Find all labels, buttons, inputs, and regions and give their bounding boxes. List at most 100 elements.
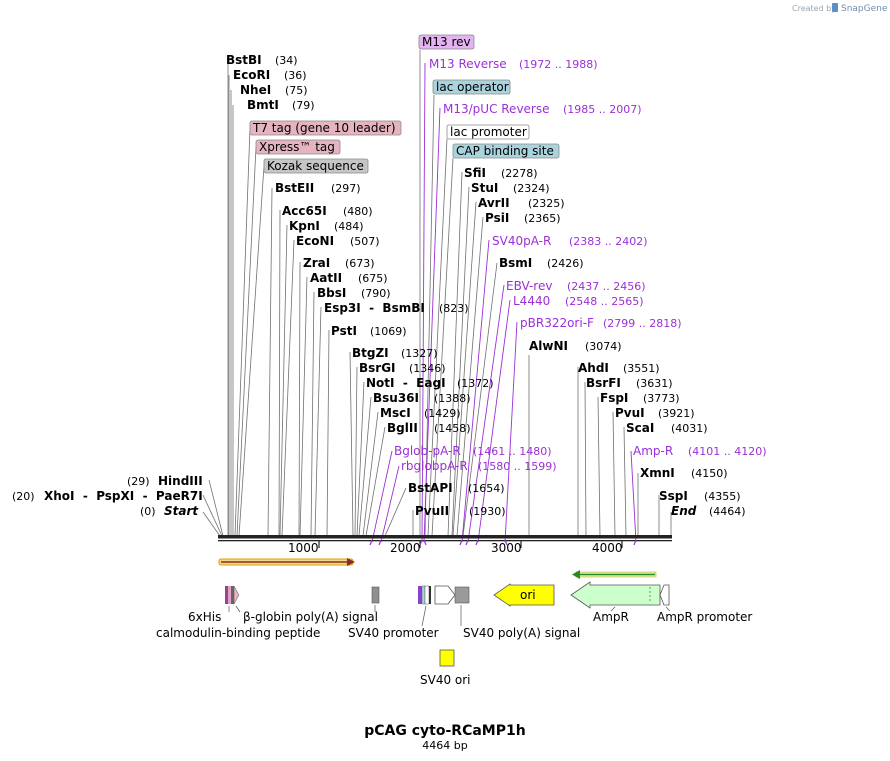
ampr-feature[interactable]: [570, 581, 661, 609]
ruler-label-4000: 4000: [592, 541, 623, 555]
snapgene-brand-text: SnapGene: [841, 4, 888, 14]
primer-pbr322ori-f: pBR322ori-F: [520, 316, 594, 330]
fspi-pos: (3773): [643, 392, 680, 405]
lac-promoter-label: lac promoter: [450, 125, 527, 139]
sv40-ori-label: SV40 ori: [420, 673, 471, 687]
rcamp-feature-arrow[interactable]: [218, 558, 355, 566]
bmti-pos: (79): [292, 99, 315, 112]
primer-bglob-pa-r-range: (1461 .. 1480): [473, 445, 552, 458]
enzyme-bsmi: BsmI: [499, 256, 532, 270]
primer-rbglobpa-r: rbglobpA-R: [401, 459, 468, 473]
primer-bglob-pa-r: Bglob-pA-R: [394, 444, 461, 458]
cap-binding-site-label: CAP binding site: [456, 144, 554, 158]
sv40-polya-label: SV40 poly(A) signal: [463, 626, 580, 640]
enzyme-labels: BstBI (34) EcoRI (36) NheI (75) BmtI (79…: [226, 53, 746, 518]
6xhis-feature[interactable]: [225, 585, 240, 605]
end-label: End: [671, 504, 697, 518]
ruler-ticks: [318, 541, 623, 548]
primer-sv40pa-r: SV40pA-R: [492, 234, 551, 248]
ori-feature[interactable]: [493, 583, 555, 607]
ruler-label-3000: 3000: [491, 541, 522, 555]
ampr-primer-arrow: [572, 570, 657, 579]
enzyme-bmti: BmtI: [247, 98, 279, 112]
site-lines: [202, 50, 672, 537]
end-pos: (4464): [709, 505, 746, 518]
ruler-label-1000: 1000: [288, 541, 319, 555]
ori-label: ori: [520, 588, 536, 602]
enzyme-pvuii: PvuII: [415, 504, 449, 518]
enzyme-pvui: PvuI: [615, 406, 645, 420]
pvui-pos: (3921): [658, 407, 695, 420]
enzyme-ahdi: AhdI: [578, 361, 609, 375]
lac-operator-label: lac operator: [436, 80, 509, 94]
bsu36i-pos: (1388): [434, 392, 471, 405]
bsrgi-pos: (1346): [409, 362, 446, 375]
econi-pos: (507): [350, 235, 380, 248]
bglob-polya-feature[interactable]: [371, 586, 380, 604]
bsmi-pos: (2426): [547, 257, 584, 270]
noti-pos: (1372): [457, 377, 494, 390]
primer-m13-puc-reverse: M13/pUC Reverse: [443, 102, 550, 116]
esp3i-pos: (823): [439, 302, 469, 315]
primer-amp-r: Amp-R: [633, 444, 673, 458]
enzyme-psti: PstI: [331, 324, 357, 338]
enzyme-bstapi: BstAPI: [408, 481, 453, 495]
lac-operator-box: [432, 79, 511, 95]
enzyme-bstbi: BstBI: [226, 53, 262, 67]
enzyme-zrai: ZraI: [303, 256, 330, 270]
primer-rbglobpa-r-range: (1580 .. 1599): [478, 460, 557, 473]
snapgene-logo-icon: [832, 3, 838, 12]
enzyme-fspi: FspI: [600, 391, 628, 405]
enzyme-psii: PsiI: [485, 211, 509, 225]
t7-tag-label: T7 tag (gene 10 leader): [252, 121, 396, 135]
enzyme-sspi: SspI: [659, 489, 688, 503]
m13-rev-box: [418, 34, 475, 50]
cap-binding-site-box: [452, 143, 560, 159]
xhoi-pos: (20): [12, 490, 35, 503]
zrai-pos: (673): [345, 257, 375, 270]
enzyme-bbsi: BbsI: [317, 286, 346, 300]
ecori-pos: (36): [284, 69, 307, 82]
xpress-tag-box: [255, 139, 341, 155]
primer-sv40pa-r-range: (2383 .. 2402): [569, 235, 648, 248]
cbp-label: calmodulin-binding peptide: [156, 626, 320, 640]
enzyme-bsu36i: Bsu36I: [373, 391, 419, 405]
enzyme-ecori: EcoRI: [233, 68, 270, 82]
primer-l4440-range: (2548 .. 2565): [565, 295, 644, 308]
enzyme-aatii: AatII: [310, 271, 342, 285]
pvuii-pos: (1930): [469, 505, 506, 518]
ruler-label-2000: 2000: [390, 541, 421, 555]
enzyme-acc65i: Acc65I: [282, 204, 327, 218]
enzyme-bsrfi: BsrFI: [586, 376, 621, 390]
backbone: [218, 535, 672, 542]
start-pos: (0): [140, 505, 156, 518]
enzyme-alwni: AlwNI: [529, 339, 568, 353]
alwni-pos: (3074): [585, 340, 622, 353]
enzyme-bsrgi: BsrGI: [359, 361, 396, 375]
psti-pos: (1069): [370, 325, 407, 338]
plasmid-name: pCAG cyto-RCaMP1h: [364, 723, 525, 739]
sv40-ori-feature[interactable]: [439, 649, 455, 667]
6xhis-label: 6xHis: [188, 610, 221, 624]
feature-label-connectors: [228, 605, 671, 627]
ampr-promoter-label: AmpR promoter: [657, 610, 752, 624]
sv40-promoter-label: SV40 promoter: [348, 626, 439, 640]
xmni-pos: (4150): [691, 467, 728, 480]
sv40-promoter-feature[interactable]: [418, 585, 456, 605]
start-label: Start: [164, 504, 199, 518]
lac-promoter-box: [446, 124, 530, 140]
stui-pos: (2324): [513, 182, 550, 195]
enzyme-stui: StuI: [471, 181, 498, 195]
bstapi-pos: (1654): [468, 482, 505, 495]
xpress-tag-label: Xpress™ tag: [259, 140, 335, 154]
t7-tag-box: [249, 120, 402, 136]
sv40-polya-feature[interactable]: [454, 586, 470, 604]
btgzi-pos: (1327): [401, 347, 438, 360]
bsteii-pos: (297): [331, 182, 361, 195]
ampr-promoter-feature[interactable]: [659, 584, 670, 606]
primer-ebv-rev: EBV-rev: [506, 279, 552, 293]
sfii-pos: (2278): [501, 167, 538, 180]
enzyme-econi: EcoNI: [296, 234, 334, 248]
bbsi-pos: (790): [361, 287, 391, 300]
